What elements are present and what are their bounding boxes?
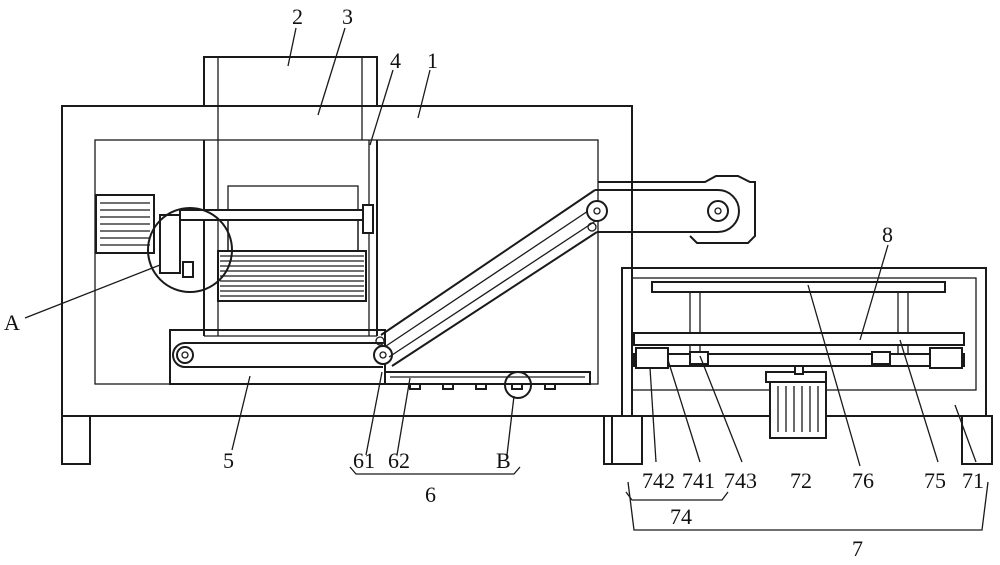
label-a: A (4, 310, 20, 335)
brackets (349, 466, 989, 531)
label-74: 74 (670, 504, 692, 529)
label-72: 72 (790, 468, 812, 493)
label-2: 2 (292, 4, 303, 29)
part-labels: 2 3 4 1 8 A 5 61 62 B 6 742 741 743 72 7… (4, 4, 984, 561)
guide-channel (203, 140, 378, 337)
press-assembly (179, 185, 374, 302)
detail-circle-b (504, 371, 532, 399)
label-8: 8 (882, 222, 893, 247)
label-741: 741 (682, 468, 715, 493)
label-7: 7 (852, 536, 863, 561)
box-leg-right (961, 415, 993, 465)
label-71: 71 (962, 468, 984, 493)
hopper (203, 56, 378, 140)
label-76: 76 (852, 468, 874, 493)
conveyor-base (169, 329, 386, 385)
label-61: 61 (353, 448, 375, 473)
label-62: 62 (388, 448, 410, 473)
label-b: B (496, 448, 511, 473)
label-6: 6 (425, 482, 436, 507)
label-75: 75 (924, 468, 946, 493)
label-4: 4 (390, 48, 401, 73)
side-motor (95, 194, 233, 293)
detail-circle-a (147, 207, 233, 293)
conveyor-belts (172, 175, 756, 368)
collection-box (611, 267, 993, 465)
label-743: 743 (724, 468, 757, 493)
left-leg (61, 415, 91, 465)
label-3: 3 (342, 4, 353, 29)
leader-lines (24, 27, 977, 467)
label-742: 742 (642, 468, 675, 493)
tray (384, 371, 591, 399)
box-leg-left (611, 415, 643, 465)
label-1: 1 (427, 48, 438, 73)
label-5: 5 (223, 448, 234, 473)
